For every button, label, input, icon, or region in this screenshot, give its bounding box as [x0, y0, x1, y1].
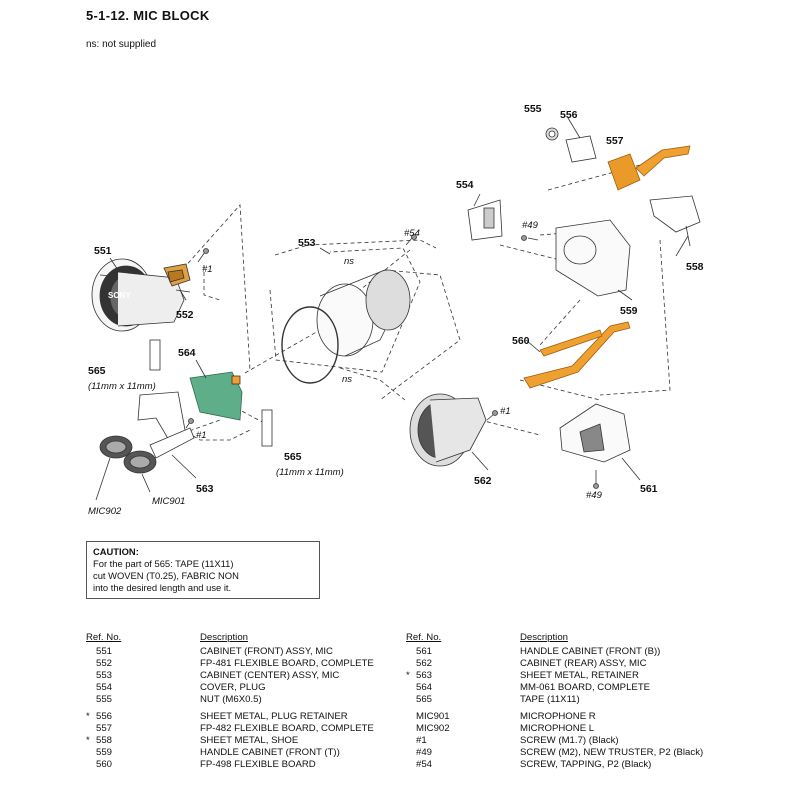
legend-note: ns: not supplied — [86, 39, 157, 50]
callout-screw-54: #54 — [404, 228, 420, 239]
part-557-flexible-board — [607, 145, 691, 191]
callout-screw-49b: #49 — [586, 490, 603, 501]
part-553-cabinet-center — [269, 247, 421, 384]
callout-565b-size: (11mm x 11mm) — [276, 467, 344, 478]
callout-557: 557 — [606, 135, 624, 147]
callout-565b: 565 — [284, 451, 302, 463]
part-563-sheet-metal-retainer — [95, 391, 197, 501]
part-558-sheet-metal-shoe — [649, 195, 701, 247]
callout-553: 553 — [298, 237, 316, 249]
callout-565a: 565 — [88, 365, 106, 377]
sony-logo: SONY — [108, 291, 131, 300]
callout-565a-size: (11mm x 11mm) — [88, 381, 156, 392]
callout-mic902: MIC902 — [88, 506, 122, 517]
part-559-handle-cabinet-front-t — [555, 219, 631, 297]
header-ref-no: Ref. No. — [86, 632, 122, 643]
part-552-flexible-board — [163, 263, 191, 287]
callout-552: 552 — [176, 309, 194, 321]
callout-ns-1: ns — [344, 256, 354, 267]
caution-box: CAUTION: For the part of 565: TAPE (11X1… — [86, 541, 320, 599]
callout-559: 559 — [620, 305, 638, 317]
caution-line-2: cut WOVEN (T0.25), FABRIC NON — [93, 570, 239, 581]
callout-560: 560 — [512, 335, 530, 347]
callout-558: 558 — [686, 261, 704, 273]
callout-562: 562 — [474, 475, 492, 487]
callout-556: 556 — [560, 109, 578, 121]
part-551-cabinet-front — [91, 258, 191, 332]
caution-line-3: into the desired length and use it. — [93, 582, 232, 593]
part-561-handle-cabinet-front-b — [559, 403, 631, 489]
callout-screw-1c: #1 — [500, 406, 511, 417]
callout-564: 564 — [178, 347, 196, 359]
part-562-cabinet-rear — [409, 393, 487, 467]
callout-555: 555 — [524, 103, 542, 115]
callout-screw-1b: #1 — [196, 430, 207, 441]
callout-mic901: MIC901 — [152, 496, 185, 507]
header-description: Description — [520, 632, 568, 643]
callout-561: 561 — [640, 483, 658, 495]
callout-ns-2: ns — [342, 374, 352, 385]
callout-551: 551 — [94, 245, 112, 257]
part-564-mm061-board — [189, 371, 243, 421]
callout-screw-49a: #49 — [522, 220, 539, 231]
part-560-fp498-flexible-board — [523, 321, 631, 389]
header-description: Description — [200, 632, 248, 643]
callout-554: 554 — [456, 179, 474, 191]
callout-563: 563 — [196, 483, 214, 495]
exploded-view-diagram: 551 552 553 554 555 556 557 558 559 560 … — [88, 103, 704, 517]
callout-screw-1a: #1 — [202, 264, 213, 275]
caution-title: CAUTION: — [93, 546, 139, 557]
page-title: 5-1-12. MIC BLOCK — [86, 8, 210, 23]
part-554-cover-plug — [467, 193, 503, 241]
header-ref-no: Ref. No. — [406, 632, 442, 643]
caution-line-1: For the part of 565: TAPE (11X11) — [93, 558, 234, 569]
